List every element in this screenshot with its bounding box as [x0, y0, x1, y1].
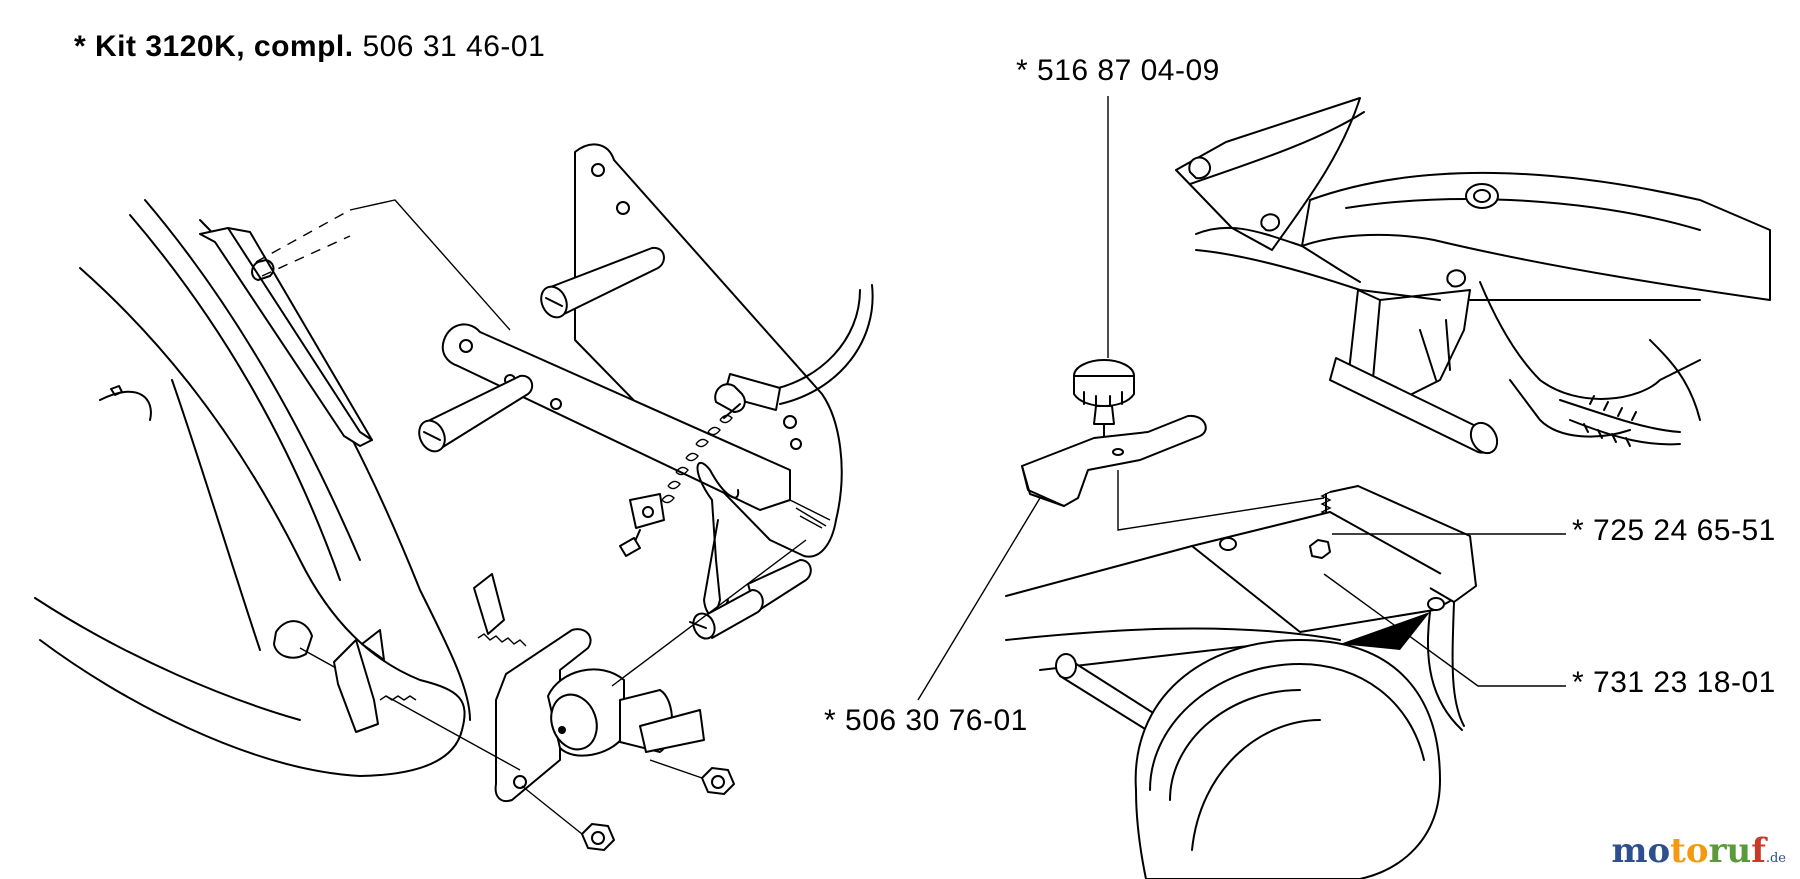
upright-bracket: [574, 143, 843, 558]
callout-plate: * 731 23 18-01: [1572, 666, 1776, 699]
nut-lower: [521, 785, 615, 851]
pin-upper: [540, 246, 665, 319]
callout-knob: * 516 87 04-09: [1016, 54, 1220, 87]
kit-prefix: *: [74, 30, 96, 63]
adjuster-knob: [547, 668, 705, 757]
kit-number: 506 31 46-01: [362, 30, 546, 63]
star-knob: [1073, 359, 1135, 437]
watermark-tld: .de: [1765, 851, 1786, 866]
clamp-block: [619, 493, 665, 557]
cable-right: [1559, 395, 1681, 447]
left-assembly: [34, 143, 874, 851]
kit-name: Kit 3120K, compl.: [95, 30, 354, 63]
right-assembly: [917, 96, 1771, 879]
watermark-part3: ru: [1708, 831, 1752, 871]
watermark-logo: motoruf.de: [1612, 831, 1786, 871]
frame-strut: [1329, 269, 1499, 455]
hidden-lines: [251, 199, 511, 331]
kit-title: * Kit 3120K, compl. 506 31 46-01: [74, 30, 545, 64]
wheel: [1134, 639, 1441, 879]
nut-upper: [649, 759, 735, 795]
watermark-part4: f: [1751, 831, 1766, 871]
tractor-body-right: [1175, 97, 1771, 438]
leader-lines: [917, 96, 1566, 701]
callout-screw: * 725 24 65-51: [1572, 514, 1776, 547]
adjuster-bracket: [494, 628, 592, 802]
spring: [661, 403, 741, 504]
leader-bracket: [611, 539, 807, 687]
clamp-bolt: [273, 573, 527, 771]
watermark-part1: mo: [1611, 831, 1671, 871]
clamp-bracket: [1021, 414, 1207, 507]
body-rail: [199, 227, 373, 447]
mounting-plate: [1191, 485, 1477, 731]
callout-bracket: * 506 30 76-01: [824, 704, 1028, 737]
pivot-rod: [689, 559, 812, 640]
pin-lower: [418, 374, 534, 453]
connector-line: [1117, 470, 1325, 531]
watermark-part2: to: [1670, 831, 1709, 871]
